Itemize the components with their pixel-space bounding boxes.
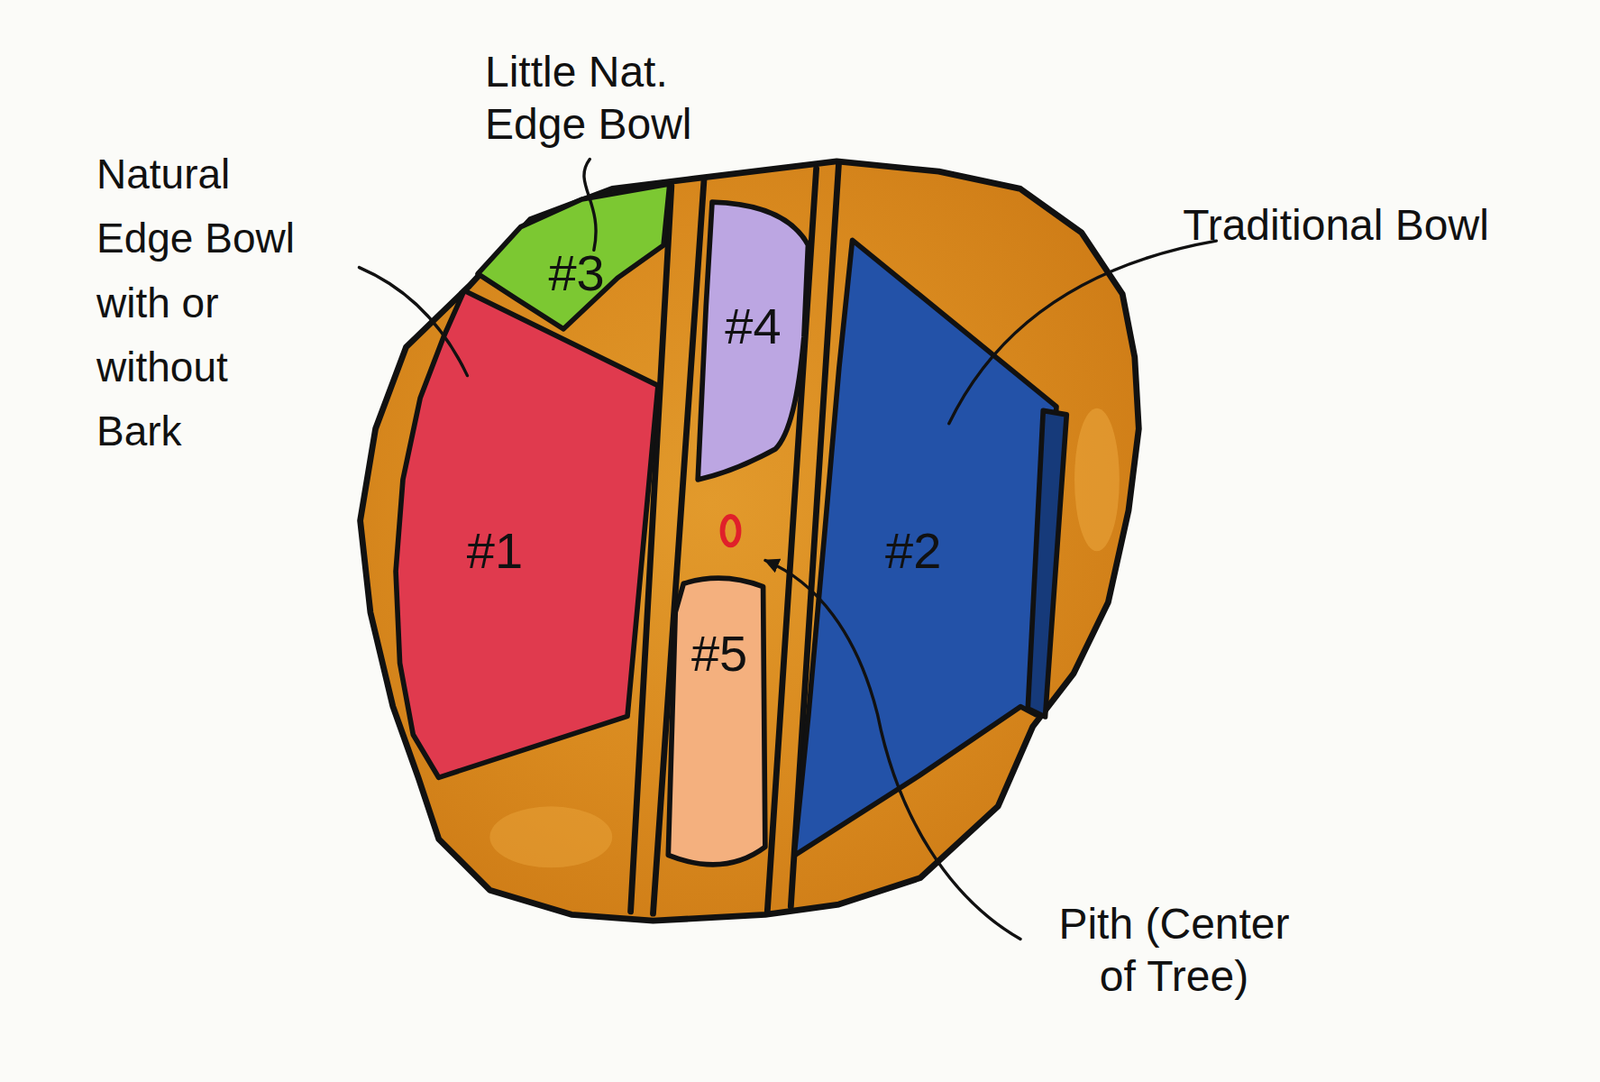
callout-number: #3: [548, 247, 604, 299]
label-anchor: Little Nat. Edge Bowl: [484, 45, 774, 150]
small-blank: #4: [688, 193, 822, 490]
little-bowl-blank: #3: [469, 175, 679, 339]
callout-number: #2: [885, 525, 942, 576]
label-anchor: Natural Edge Bowl with or without Bark: [96, 142, 313, 464]
leader-line: [584, 159, 596, 251]
region-shape: [667, 578, 766, 866]
callout-number: #1: [466, 525, 523, 576]
log-outline: [360, 161, 1140, 921]
callout-label: Natural Edge Bowl with or without Bark: [96, 142, 313, 464]
callout-number: #5: [691, 628, 748, 679]
natural-edge-bowl-blank: #1: [387, 280, 668, 786]
small-blank: #5: [658, 566, 776, 883]
callout-label: Little Nat. Edge Bowl: [484, 45, 774, 150]
leader-line: [358, 267, 467, 376]
label-anchor: Pith (Center of Tree): [1041, 897, 1308, 1002]
callout-label: Traditional Bowl: [1169, 198, 1503, 253]
label-anchor: Traditional Bowl: [1169, 198, 1503, 253]
callout-label: Pith (Center of Tree): [1041, 897, 1308, 1002]
wood-patch: [1074, 408, 1120, 551]
traditional-bowl-blank: #2: [786, 229, 1078, 863]
callout-number: #4: [724, 301, 781, 352]
region-shape: [1027, 410, 1067, 717]
leader-line: [949, 240, 1217, 424]
pith-mark: [722, 516, 739, 546]
leader-line: [765, 560, 1021, 940]
region-outline: [658, 566, 776, 883]
wood-patch: [489, 805, 613, 868]
region-shape: [395, 291, 659, 778]
region-outline: [387, 280, 668, 786]
region-shape: [697, 201, 808, 480]
region-shape: [477, 183, 670, 330]
